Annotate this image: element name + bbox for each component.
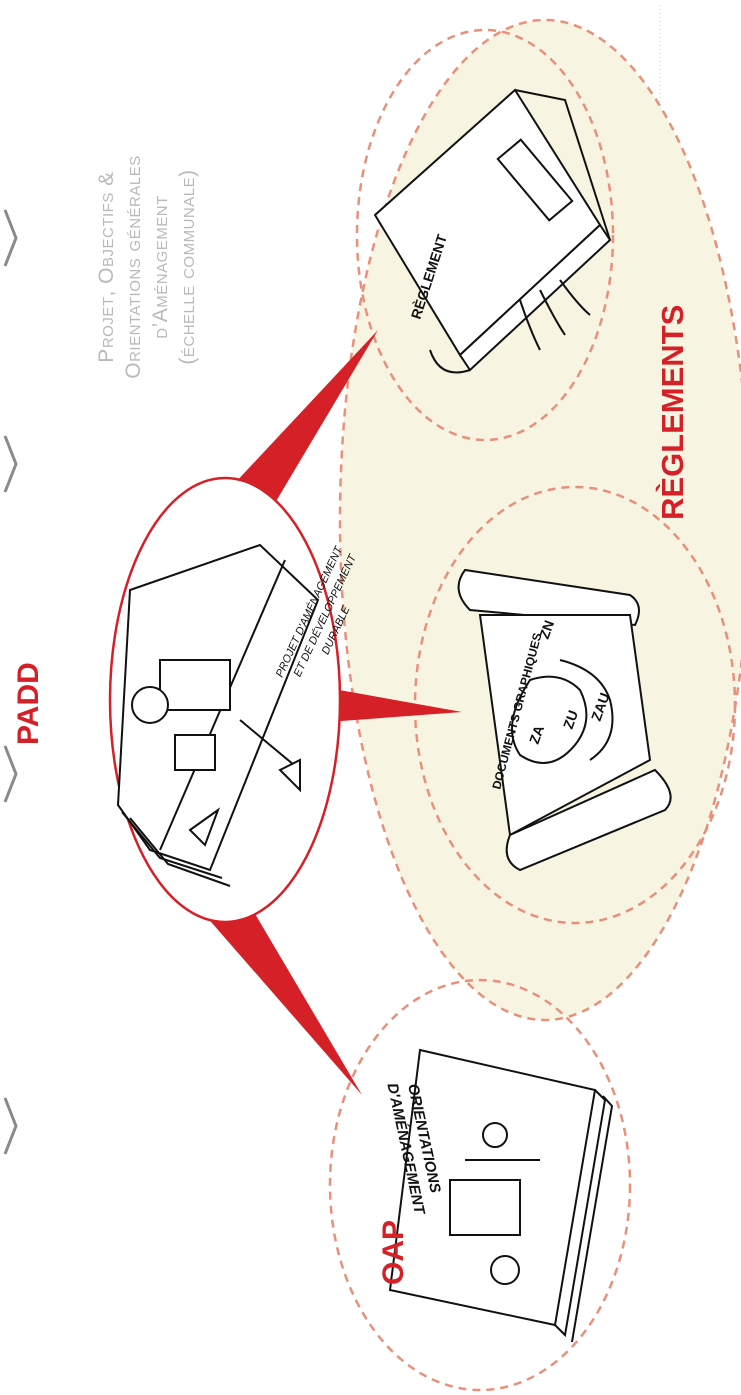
chevron-icon <box>3 435 18 493</box>
chevron-icon <box>3 209 18 267</box>
description-line-3: d’Aménagement <box>149 195 172 339</box>
zone-label-zn: ZN <box>536 618 557 641</box>
documents-graphiques-circle <box>413 485 737 925</box>
oap-circle <box>328 978 632 1392</box>
padd-label: PADD <box>12 662 45 745</box>
description-line-4: (échelle communale) <box>176 169 199 365</box>
description-line-1: Projet, Objectifs & <box>95 171 118 363</box>
reglement-book-illustration <box>373 88 612 374</box>
connector-to-documents <box>328 688 462 722</box>
padd-book-illustration <box>116 543 320 887</box>
oap-book-illustration <box>388 1048 614 1343</box>
padd-description: Projet, Objectifs & Orientations général… <box>93 102 201 432</box>
description-line-2: Orientations générales <box>122 155 145 379</box>
reglement-circle <box>355 28 615 442</box>
zone-label-za: ZA <box>526 723 547 746</box>
chevron-icon <box>3 745 18 803</box>
zone-label-zu: ZU <box>560 708 581 731</box>
connector-to-oap <box>205 902 362 1095</box>
reglements-label: RÈGLEMENTS <box>655 304 690 520</box>
chevron-icon <box>3 1097 18 1155</box>
oap-label: OAP <box>377 1219 410 1285</box>
documents-graphiques-illustration <box>457 568 672 872</box>
